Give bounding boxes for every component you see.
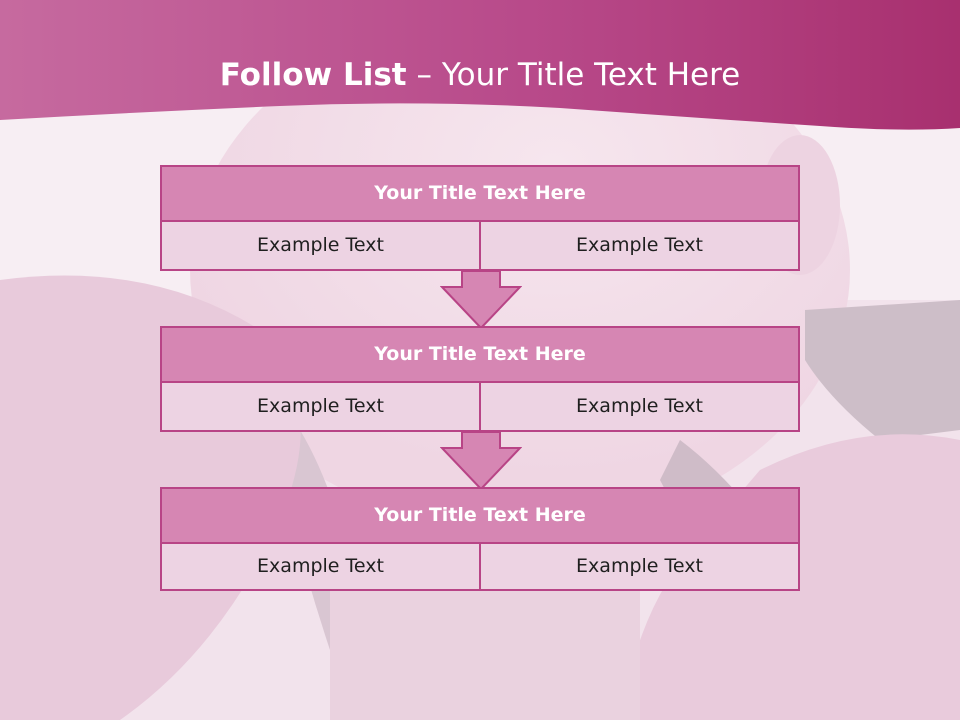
block-title: Your Title Text Here [160,487,800,544]
title-rest: – Your Title Text Here [406,57,741,93]
block-cell-left: Example Text [160,383,481,432]
title-bold: Follow List [219,57,407,93]
block-cell-right: Example Text [479,383,800,432]
page-title: Follow List – Your Title Text Here [0,52,960,98]
block-cell-right: Example Text [479,544,800,591]
block-cell-left: Example Text [160,222,481,271]
down-arrow-icon [440,270,522,330]
down-arrow-icon [440,431,522,491]
block-title: Your Title Text Here [160,165,800,222]
block-cell-left: Example Text [160,544,481,591]
block-title: Your Title Text Here [160,326,800,383]
block-cell-right: Example Text [479,222,800,271]
